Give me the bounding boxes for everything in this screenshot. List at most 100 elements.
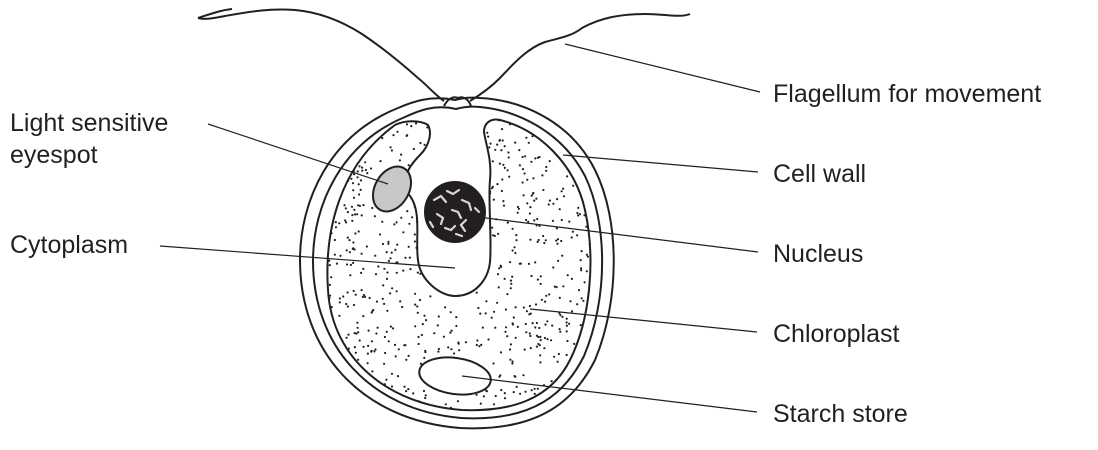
- chloroplast-dot: [347, 291, 349, 293]
- chloroplast-dot: [419, 273, 421, 275]
- chloroplast-dot: [549, 160, 551, 162]
- chloroplast-dot: [489, 190, 491, 192]
- chloroplast-dot: [529, 206, 531, 208]
- chloroplast-dot: [412, 392, 414, 394]
- chloroplast-dot: [387, 241, 389, 243]
- chloroplast-dot: [329, 284, 331, 286]
- chloroplast-dot: [354, 213, 356, 215]
- chloroplast-dot: [540, 339, 542, 341]
- chloroplast-dot: [347, 237, 349, 239]
- chloroplast-dot: [365, 169, 367, 171]
- chloroplast-dot: [519, 164, 521, 166]
- chloroplast-dot: [381, 221, 383, 223]
- cytoplasm-leader: [160, 246, 455, 268]
- chloroplast-dot: [533, 200, 535, 202]
- chloroplast-dot: [329, 264, 331, 266]
- chloroplast-dot: [562, 188, 564, 190]
- chloroplast-dot: [445, 403, 447, 405]
- chloroplast-dot: [501, 178, 503, 180]
- chloroplast-dot: [373, 350, 375, 352]
- chloroplast-dot: [362, 296, 364, 298]
- chloroplast-dot: [416, 305, 418, 307]
- chloroplast-dot: [403, 386, 405, 388]
- chloroplast-dot: [361, 214, 363, 216]
- chloroplast-dot: [514, 376, 516, 378]
- chloroplast-dot: [396, 290, 398, 292]
- chloroplast-dot: [396, 272, 398, 274]
- chloroplast-dot: [367, 345, 369, 347]
- chloroplast-dot: [495, 395, 497, 397]
- chloroplast-dot: [367, 362, 369, 364]
- chloroplast-dot: [556, 286, 558, 288]
- chloroplast-dot: [339, 301, 341, 303]
- chloroplast-dot: [358, 230, 360, 232]
- chloroplast-dot: [406, 210, 408, 212]
- chloroplast-dot: [329, 295, 331, 297]
- chloroplast-dot: [392, 327, 394, 329]
- chloroplast-dot: [418, 343, 420, 345]
- chloroplast-dot: [394, 249, 396, 251]
- chloroplast-dot: [544, 337, 546, 339]
- chloroplast-dot: [492, 160, 494, 162]
- chloroplast-dot: [478, 345, 480, 347]
- chloroplast-dot: [491, 317, 493, 319]
- chloroplast-dot: [517, 326, 519, 328]
- chloroplast-dot: [408, 246, 410, 248]
- chloroplast-dot: [475, 394, 477, 396]
- chloroplast-dot: [370, 351, 372, 353]
- chloroplast-dot: [447, 346, 449, 348]
- chloroplast-dot: [339, 297, 341, 299]
- chloroplast-dot: [519, 393, 521, 395]
- chloroplast-dot: [438, 348, 440, 350]
- chloroplast-dot: [362, 204, 364, 206]
- chloroplast-dot: [536, 322, 538, 324]
- chloroplast-dot: [569, 300, 571, 302]
- chloroplast-dot: [497, 233, 499, 235]
- chloroplast-dot: [540, 283, 542, 285]
- chloroplast-dot: [529, 335, 531, 337]
- chloroplast-dot: [509, 348, 511, 350]
- chloroplast-dot: [542, 235, 544, 237]
- chloroplast-dot: [511, 228, 513, 230]
- chloroplast-dot: [492, 362, 494, 364]
- chloroplast-dot: [396, 244, 398, 246]
- chloroplast-dot: [538, 239, 540, 241]
- chloroplast-dot: [348, 348, 350, 350]
- chloroplast-dot: [522, 168, 524, 170]
- chloroplast-dot: [510, 343, 512, 345]
- chloroplast-dot: [390, 146, 392, 148]
- chloroplast-dot: [543, 347, 545, 349]
- chloroplast-dot: [371, 207, 373, 209]
- chloroplast-dot: [530, 275, 532, 277]
- chloroplast-dot: [386, 278, 388, 280]
- chloroplast-dot: [379, 233, 381, 235]
- chloroplast-dot: [382, 284, 384, 286]
- chloroplast-dot: [559, 328, 561, 330]
- chloroplast-dot: [349, 251, 351, 253]
- chloroplast-dot: [450, 407, 452, 409]
- chloroplast-dot: [511, 360, 513, 362]
- chloroplast-dot: [362, 315, 364, 317]
- chloroplast-dot: [450, 311, 452, 313]
- chloroplast-dot: [498, 376, 500, 378]
- chloroplast-dot: [396, 131, 398, 133]
- chloroplast-dot: [352, 182, 354, 184]
- chloroplast-dot: [508, 176, 510, 178]
- chloroplast-dot: [336, 263, 338, 265]
- chloroplast-dot: [518, 149, 520, 151]
- chloroplast-dot: [559, 314, 561, 316]
- chloroplast-dot: [498, 267, 500, 269]
- chloroplast-dot: [566, 318, 568, 320]
- chloroplast-dot: [391, 287, 393, 289]
- chloroplast-dot: [514, 252, 516, 254]
- chloroplast-dot: [476, 339, 478, 341]
- chloroplast-dot: [526, 310, 528, 312]
- chloroplast-dot: [566, 321, 568, 323]
- chloroplast-dot: [511, 249, 513, 251]
- chloroplast-dot: [508, 156, 510, 158]
- chloroplast-dot: [522, 181, 524, 183]
- chloroplast-dot: [582, 300, 584, 302]
- chloroplast-dot: [405, 390, 407, 392]
- chloroplast-dot: [566, 340, 568, 342]
